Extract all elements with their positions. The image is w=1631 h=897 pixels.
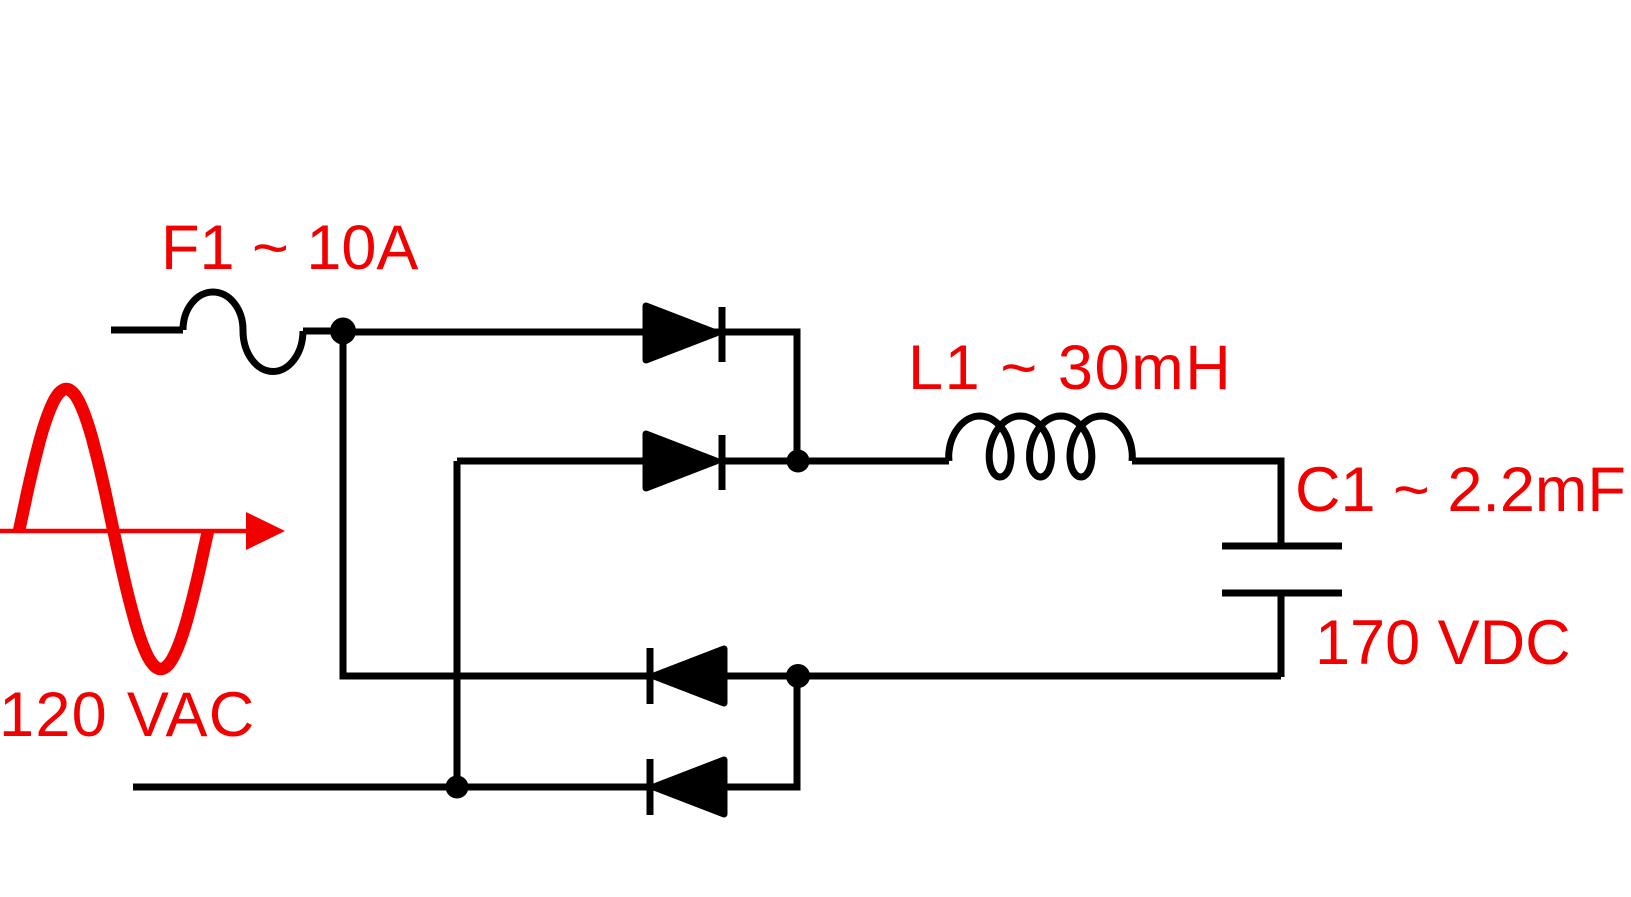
svg-text:170 VDC: 170 VDC <box>1315 608 1571 678</box>
svg-text:C1 ~ 2.2mF: C1 ~ 2.2mF <box>1295 455 1626 525</box>
svg-text:F1 ~ 10A: F1 ~ 10A <box>161 213 418 283</box>
svg-text:L1 ~ 30mH: L1 ~ 30mH <box>908 333 1232 403</box>
svg-text:120 VAC: 120 VAC <box>0 680 256 750</box>
